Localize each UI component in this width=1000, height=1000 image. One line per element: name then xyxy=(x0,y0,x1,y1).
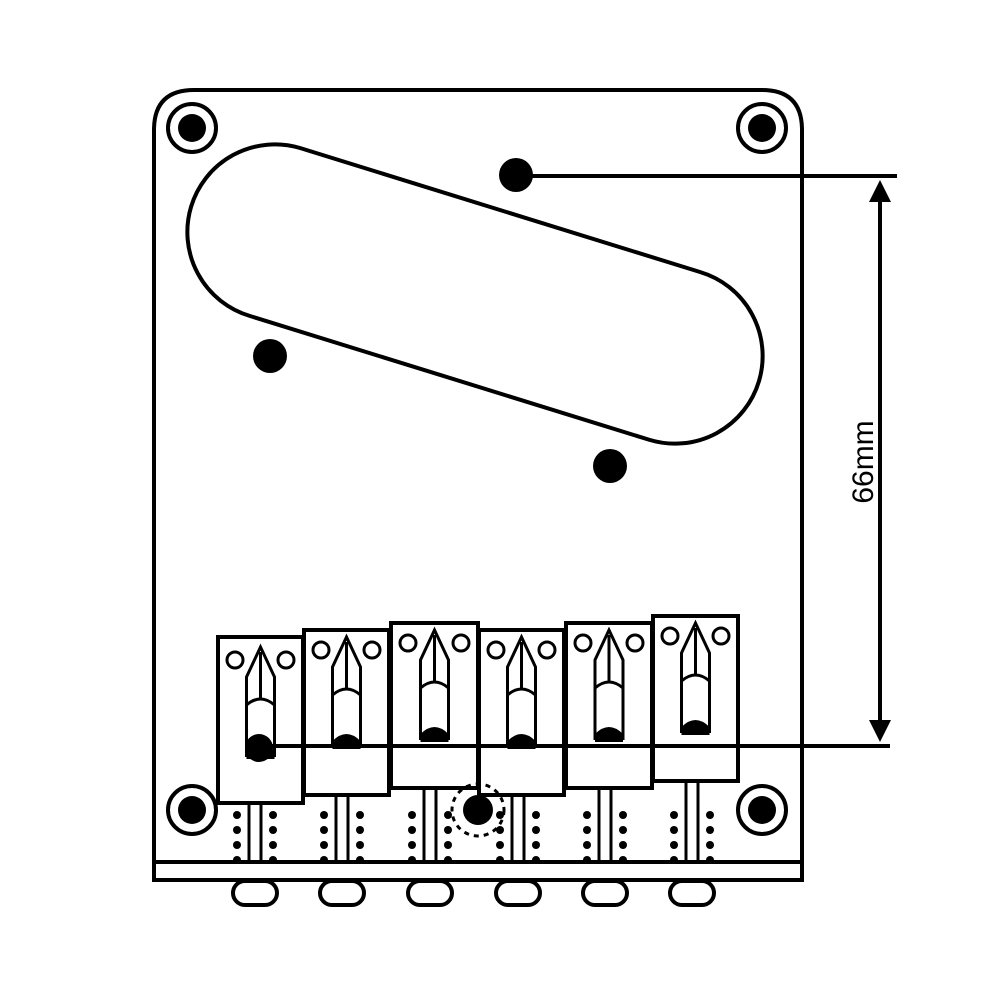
bridge-plate-outline xyxy=(152,88,804,882)
saddles xyxy=(216,614,740,864)
mounting-hole xyxy=(736,102,788,154)
arrow-down-icon xyxy=(869,720,891,742)
center-mounting-screw xyxy=(450,782,506,838)
dimension-66mm: 66mm xyxy=(245,174,897,748)
saddle xyxy=(564,621,654,864)
pickup-cavity xyxy=(185,142,765,446)
saddle xyxy=(477,628,566,864)
mounting-hole xyxy=(166,784,218,836)
ferrule xyxy=(494,879,542,907)
string-ferrules xyxy=(231,879,716,907)
bridge-rear-lip xyxy=(152,860,804,882)
pickup-mount-screws xyxy=(253,158,627,483)
ferrule xyxy=(668,879,716,907)
pickup-screw xyxy=(253,339,287,373)
ferrule xyxy=(406,879,454,907)
mounting-holes xyxy=(166,102,788,836)
saddle xyxy=(389,621,480,864)
saddle xyxy=(216,635,305,864)
ferrule xyxy=(318,879,366,907)
saddle xyxy=(651,614,740,864)
mounting-hole xyxy=(736,784,788,836)
pickup-screw xyxy=(593,449,627,483)
saddle xyxy=(302,628,391,864)
ferrule xyxy=(231,879,279,907)
arrow-up-icon xyxy=(869,180,891,202)
ferrule xyxy=(581,879,629,907)
dimension-label: 66mm xyxy=(847,420,880,503)
mounting-hole xyxy=(166,102,218,154)
